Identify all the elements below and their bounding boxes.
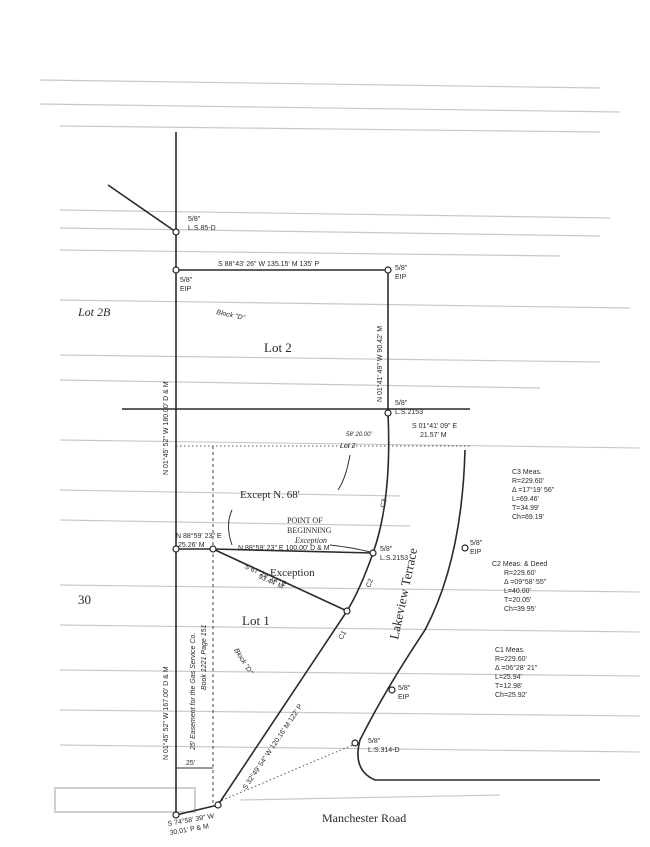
eip-east-label-b: EIP xyxy=(470,549,482,556)
c2-row: Δ =09°58' 55" xyxy=(504,578,547,586)
exception-diagonal-line xyxy=(212,548,348,612)
lakeview-west-curve xyxy=(346,412,390,612)
pin-eip-east xyxy=(461,544,469,552)
pin-ls314 xyxy=(351,739,359,747)
eip-south-label-a: 5/8" xyxy=(398,685,411,692)
c3-row: Δ =17°19' 56" xyxy=(512,486,555,494)
c3-row: Ch=69.19' xyxy=(512,514,544,521)
dim-25-label: 25' xyxy=(186,760,195,767)
pob-label-2: BEGINNING xyxy=(287,526,332,535)
pin-ne xyxy=(384,266,392,274)
except-bearing-b: 25.26' M xyxy=(178,542,205,549)
frag-label: 58' 20.00' xyxy=(346,432,373,438)
ls85-label-a: 5/8" xyxy=(188,216,201,223)
pin-se xyxy=(214,801,222,809)
pin-eip-south xyxy=(388,686,396,694)
lot-2b-label: Lot 2B xyxy=(77,305,111,319)
long-diagonal-line xyxy=(217,610,348,806)
eip-east-label-a: 5/8" xyxy=(470,540,483,547)
pob-label-1: POINT OF xyxy=(287,516,323,525)
c1-row: L=25.94' xyxy=(495,674,522,681)
except-leader xyxy=(228,509,233,546)
bleed-through xyxy=(39,79,641,813)
c2-row: R=229.60' xyxy=(504,570,536,577)
block-d-top-label: Block "D" xyxy=(216,309,246,322)
west-lower-bearing: N 01°45' 52" W 167.00' D & M xyxy=(162,666,170,760)
c1-row: R=229.60' xyxy=(495,656,527,663)
lot-2-label: Lot 2 xyxy=(264,340,292,355)
lot-30-label: 30 xyxy=(78,592,91,607)
exception-line-bearing: N 88°59' 23" E 100.00' D & M xyxy=(238,544,330,552)
pin-nw xyxy=(172,266,180,274)
lot-2-south-bearing-b: 21.57' M xyxy=(420,432,447,439)
c1-row: C1 Meas. xyxy=(495,647,525,654)
lakeview-east-curve xyxy=(357,449,600,781)
curve-c3-label: C3 xyxy=(380,498,388,508)
eip-ne-label-b: EIP xyxy=(395,274,407,281)
c3-row: R=229.60' xyxy=(512,478,544,485)
pin-curve xyxy=(343,607,351,615)
c1-row: Δ =06°28' 21" xyxy=(495,664,538,672)
pob-leader xyxy=(329,544,371,553)
lot-1-label: Lot 1 xyxy=(242,613,270,628)
c1-row: T=12.98' xyxy=(495,683,522,690)
c2-row: T=20.05' xyxy=(504,597,531,604)
eip-south-label-b: EIP xyxy=(398,694,410,701)
c1-table: C1 Meas. R=229.60' Δ =06°28' 21" L=25.94… xyxy=(495,647,538,699)
eip-nw-label-a: 5/8" xyxy=(180,277,193,284)
pob-monument-label-b: L.S.2153 xyxy=(380,555,408,562)
south-line xyxy=(175,804,219,816)
east-line-bearing: N 01°41' 49" W 90.42' M xyxy=(376,326,384,402)
west-upper-bearing: N 01°45' 52" W 180.00' D & M xyxy=(162,381,170,475)
eip-ne-label-a: 5/8" xyxy=(395,265,408,272)
pob-monument-label-a: 5/8" xyxy=(380,546,393,553)
exception-line xyxy=(212,548,374,554)
pin-pob xyxy=(369,549,377,557)
c2-row: Ch=39.95' xyxy=(504,606,536,613)
pin-except-east xyxy=(209,545,217,553)
ls314-label-b: L.S.314-D xyxy=(368,747,400,754)
c3-table: C3 Meas. R=229.60' Δ =17°19' 56" L=69.46… xyxy=(512,469,555,521)
monument-pins xyxy=(172,228,469,819)
pin-ls85 xyxy=(172,228,180,236)
eip-nw-label-b: EIP xyxy=(180,286,192,293)
ne-diagonal-line xyxy=(107,184,177,233)
c1-row: Ch=25.92' xyxy=(495,692,527,699)
except-bearing-a: N 88°59' 23" E xyxy=(176,532,222,540)
easement-label-1: 25' Easement for the Gas Service Co. xyxy=(190,633,197,751)
ls2153-label-a: 5/8" xyxy=(395,400,408,407)
north-line-bearing: S 88°43' 26" W 135.15' M 135' P xyxy=(218,260,319,268)
lot-2-leader xyxy=(337,454,351,491)
lot-2-south-bearing-a: S 01°41' 09" E xyxy=(412,422,457,430)
c2-row: C2 Meas. & Deed xyxy=(492,561,547,568)
curve-c1-label: C1 xyxy=(338,630,349,641)
curve-c2-label: C2 xyxy=(365,578,375,589)
c2-row: L=40.00' xyxy=(504,588,531,595)
exception-label: Exception xyxy=(270,567,315,579)
pob-label-3: Exception xyxy=(294,536,327,545)
road-dotted-line xyxy=(217,743,356,803)
pin-sw xyxy=(172,811,180,819)
except-label: Except N. 68' xyxy=(240,489,300,501)
c3-row: T=34.99' xyxy=(512,505,539,512)
lot-2-small-label: Lot 2 xyxy=(340,443,356,450)
ls85-label-b: L.S.85-D xyxy=(188,225,216,232)
easement-label-2: Book 1221 Page 151 xyxy=(201,625,208,690)
c3-row: L=69.46' xyxy=(512,496,539,503)
c2-table: C2 Meas. & Deed R=229.60' Δ =09°58' 55" … xyxy=(492,561,547,613)
manchester-road-label: Manchester Road xyxy=(322,811,406,825)
ls2153-label-b: L.S.2153 xyxy=(395,409,423,416)
c3-row: C3 Meas. xyxy=(512,469,542,476)
ls314-label-a: 5/8" xyxy=(368,738,381,745)
pin-ls2153 xyxy=(384,409,392,417)
pin-except xyxy=(172,545,180,553)
